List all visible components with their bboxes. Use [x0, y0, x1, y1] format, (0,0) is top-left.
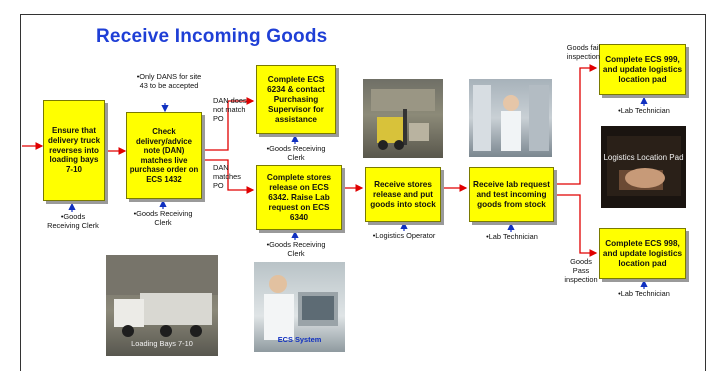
step-check-dan-text: Check delivery/advice note (DAN) matches…: [129, 127, 199, 184]
photo-ecs-system: ECS System: [254, 262, 345, 352]
photo-logistics-caption: Logistics Location Pad: [603, 153, 684, 162]
step-ecs6234-box: Complete ECS 6234 & contact Purchasing S…: [256, 65, 336, 134]
photo-logistics-pad: Logistics Location Pad: [601, 126, 686, 208]
step-ecs998-box: Complete ECS 998, and update logistics l…: [599, 228, 686, 279]
step-check-dan-box: Check delivery/advice note (DAN) matches…: [126, 112, 202, 199]
photo-loading-caption: Loading Bays 7-10: [131, 339, 193, 348]
arrow-check-release: [203, 159, 255, 194]
arrow-lab-ecs999: [556, 64, 598, 185]
note-dan-match: DAN matches PO: [213, 163, 241, 190]
note-dan-not-match: DAN does not match PO: [213, 96, 247, 123]
note-dans-site: •Only DANS for site 43 to be accepted: [136, 72, 202, 90]
arrow-check-ecs6234: [203, 97, 255, 151]
role-lab: •Lab Technician: [486, 232, 538, 241]
step-receive-stores-text: Receive stores release and put goods int…: [370, 179, 436, 209]
step-ecs6234-text: Complete ECS 6234 & contact Purchasing S…: [267, 74, 325, 124]
step-ecs998-text: Complete ECS 998, and update logistics l…: [602, 238, 683, 268]
role-stores: •Logistics Operator: [372, 231, 436, 240]
step-receive-lab-text: Receive lab request and test incoming go…: [473, 179, 550, 209]
photo-ecs-caption: ECS System: [277, 335, 322, 344]
note-goods-fail: Goods fail inspection: [566, 43, 600, 61]
role-ecs998: •Lab Technician: [618, 289, 670, 298]
step-ecs999-box: Complete ECS 999, and update logistics l…: [599, 44, 686, 95]
role-release: •Goods Receiving Clerk: [266, 240, 326, 258]
page-title: Receive Incoming Goods: [96, 26, 328, 47]
note-goods-pass: Goods Pass inspection: [564, 257, 598, 284]
arrow-lab-ecs998: [556, 194, 598, 257]
photo-lab: [469, 79, 552, 157]
role-ecs6234: •Goods Receiving Clerk: [266, 144, 326, 162]
step-ensure-truck-box: Ensure that delivery truck reverses into…: [43, 100, 105, 201]
role-check: •Goods Receiving Clerk: [133, 209, 193, 227]
step-ensure-truck-text: Ensure that delivery truck reverses into…: [47, 126, 101, 175]
step-receive-lab-box: Receive lab request and test incoming go…: [469, 167, 554, 222]
step-stores-release-text: Complete stores release on ECS 6342. Rai…: [266, 172, 332, 222]
photo-forklift: [363, 79, 443, 158]
step-ecs999-text: Complete ECS 999, and update logistics l…: [602, 54, 683, 84]
role-ecs999: •Lab Technician: [618, 106, 670, 115]
photo-loading-bays: Loading Bays 7-10: [106, 255, 218, 356]
role-ensure: •Goods Receiving Clerk: [47, 212, 99, 230]
step-receive-stores-box: Receive stores release and put goods int…: [365, 167, 441, 222]
step-stores-release-box: Complete stores release on ECS 6342. Rai…: [256, 165, 342, 230]
